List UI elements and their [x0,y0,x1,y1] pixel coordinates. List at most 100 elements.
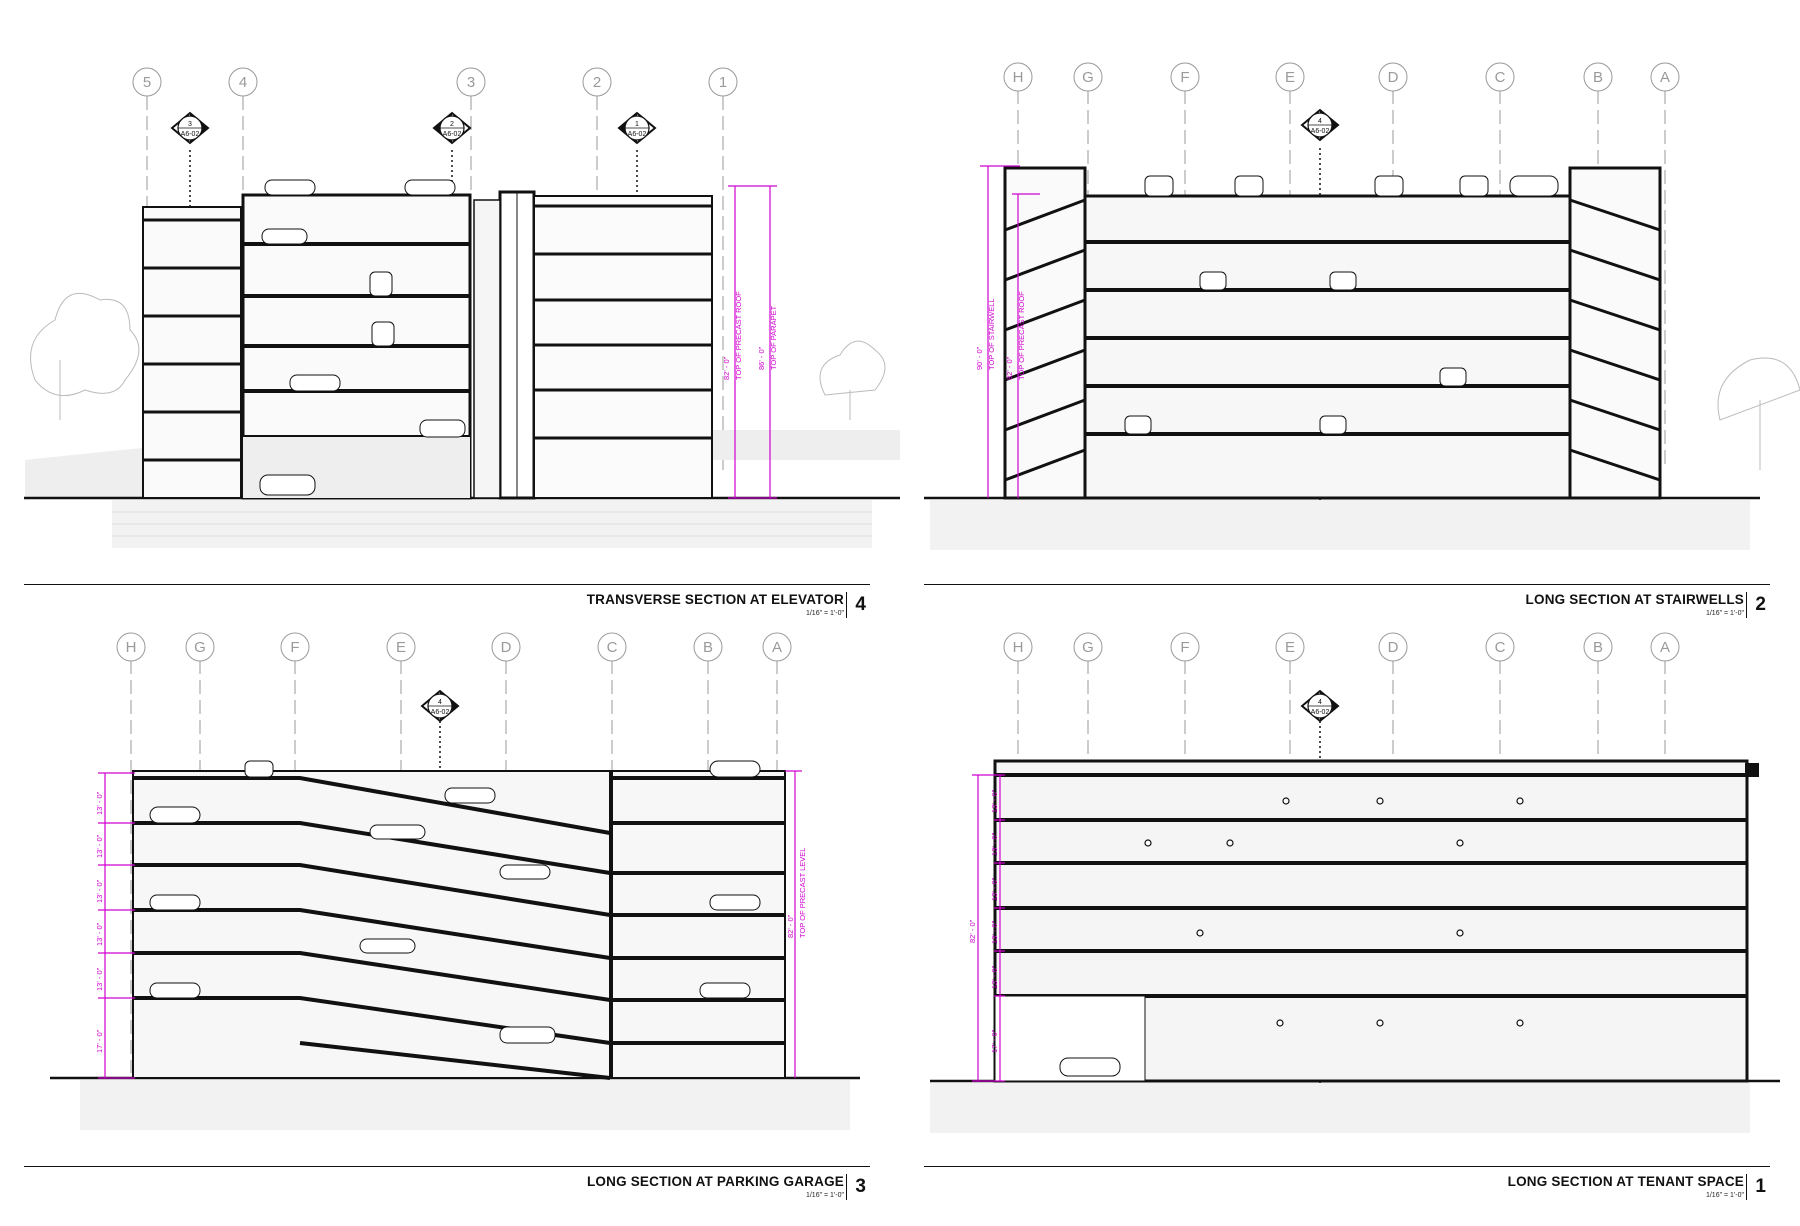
parking-structure-main [241,179,472,500]
grid-label: A [1660,639,1670,656]
panel-transverse-section: 5 4 3 2 1 3 A6-02 2 A6-02 [0,0,900,618]
grid-label: B [1593,69,1603,86]
dimension-label: TOP OF PRECAST LEVEL [798,848,807,938]
grid-label: D [1388,639,1399,656]
level-height: 13' - 0" [95,834,104,858]
section-number: 2 [1746,592,1766,618]
dimension-value: 90' - 0" [975,346,984,370]
level-height: 17' - 0" [95,1029,104,1053]
drawing-long-section-stairwells: H G F E D C B A 4 A6-02 [924,62,1800,550]
grid-label: A [1660,69,1670,86]
level-height: 13' - 0" [95,967,104,991]
section-number: 4 [846,592,866,618]
panel-long-section-parking: H G F E D C B A 4 A6-02 [0,603,900,1206]
panel-long-section-tenant: H G F E D C B A 4 A6-02 [900,603,1800,1206]
parking-garage-section [132,760,786,1080]
level-height: 13' - 0" [95,922,104,946]
parking-deck [1083,175,1572,500]
grid-bubble [708,67,738,97]
drawing-long-section-parking: H G F E D C B A 4 A6-02 [50,632,860,1130]
tree-icon [1717,357,1800,470]
level-height: 13' - 0" [95,791,104,815]
grid-label: D [1388,69,1399,86]
grid-bubble [582,67,612,97]
section-number: 1 [1746,1174,1766,1200]
svg-text:A6-02: A6-02 [628,131,647,138]
grid-label: B [703,639,713,656]
grid-bubble [456,67,486,97]
section-scale: 1/16" = 1'-0" [805,610,844,617]
grid-bubble [228,67,258,97]
grid-label: F [1180,69,1189,86]
drawing-long-section-tenant: H G F E D C B A 4 A6-02 [930,632,1780,1133]
section-scale: 1/16" = 1'-0" [805,1192,844,1199]
level-height: 13' - 0" [990,920,999,944]
grid-label: 4 [239,74,247,91]
grid-label: G [194,639,206,656]
tree-icon [30,292,886,420]
section-title: LONG SECTION AT PARKING GARAGE [586,1174,844,1189]
level-height: 13' - 0" [990,877,999,901]
tenant-structure [533,195,713,499]
grid-label: H [1013,69,1024,86]
title-block: LONG SECTION AT STAIRWELLS 1/16" = 1'-0"… [900,584,1800,644]
grid-label: E [396,639,406,656]
section-tag-4[interactable]: 4 A6-02 [1300,108,1340,142]
grid-label: H [1013,639,1024,656]
dimension-value: 82' - 0" [968,919,977,943]
grid-label: D [501,639,512,656]
svg-text:4: 4 [438,699,442,706]
level-height: 13' - 0" [990,789,999,813]
section-tag-1[interactable]: 1 A6-02 [617,111,657,145]
dimension-value: 82' - 0" [722,356,731,380]
title-block: LONG SECTION AT PARKING GARAGE 1/16" = 1… [0,1166,900,1226]
section-scale: 1/16" = 1'-0" [1705,1192,1744,1199]
section-number: 3 [846,1174,866,1200]
dimension-lines [98,770,802,1079]
svg-text:4: 4 [1318,118,1322,125]
dimension-label: TOP OF PRECAST ROOF [734,291,743,380]
section-title: LONG SECTION AT TENANT SPACE [1507,1174,1744,1189]
drawing-transverse-section: 5 4 3 2 1 3 A6-02 2 A6-02 [24,67,900,548]
parking-structure-left [142,206,242,499]
level-height: 13' - 0" [95,879,104,903]
svg-text:A6-02: A6-02 [443,131,462,138]
grid-label: F [290,639,299,656]
svg-text:A6-02: A6-02 [181,131,200,138]
dimension-value: 82' - 0" [1005,356,1014,380]
title-block: TRANSVERSE SECTION AT ELEVATOR 1/16" = 1… [0,584,900,644]
dimension-value: 86' - 0" [757,346,766,370]
grid-label: F [1180,639,1189,656]
svg-text:A6-02: A6-02 [1311,128,1330,135]
svg-text:A6-02: A6-02 [1311,709,1330,716]
stairwell-right [1568,166,1662,500]
svg-text:4: 4 [1318,699,1322,706]
section-tag-3[interactable]: 3 A6-02 [170,111,210,145]
dimension-lines [980,165,1040,498]
svg-text:2: 2 [450,121,454,128]
level-height: 13' - 0" [990,965,999,989]
level-height: 17' - 0" [990,1029,999,1053]
dimension-label: TOP OF PARAPET [769,305,778,370]
section-tag-2[interactable]: 2 A6-02 [432,111,472,145]
dimension-value: 82' - 0" [786,914,795,938]
section-tag-4[interactable]: 4 A6-02 [1300,689,1340,723]
svg-text:1: 1 [635,121,639,128]
grid-label: G [1082,639,1094,656]
dimension-lines [728,185,777,499]
grid-label: H [126,639,137,656]
section-tag-4[interactable]: 4 A6-02 [420,689,460,723]
grid-bubble [132,67,162,97]
section-title: LONG SECTION AT STAIRWELLS [1525,592,1744,607]
grid-label: C [607,639,618,656]
grid-label: C [1495,639,1506,656]
svg-text:3: 3 [188,121,192,128]
grid-label: 2 [593,74,601,91]
svg-text:A6-02: A6-02 [431,709,450,716]
dimension-label: TOP OF PRECAST ROOF [1017,291,1026,380]
elevator-core [473,190,536,500]
grid-label: 3 [467,74,475,91]
grid-label: 5 [143,74,151,91]
title-block: LONG SECTION AT TENANT SPACE 1/16" = 1'-… [900,1166,1800,1226]
dimension-label: TOP OF STAIRWELL [987,298,996,370]
